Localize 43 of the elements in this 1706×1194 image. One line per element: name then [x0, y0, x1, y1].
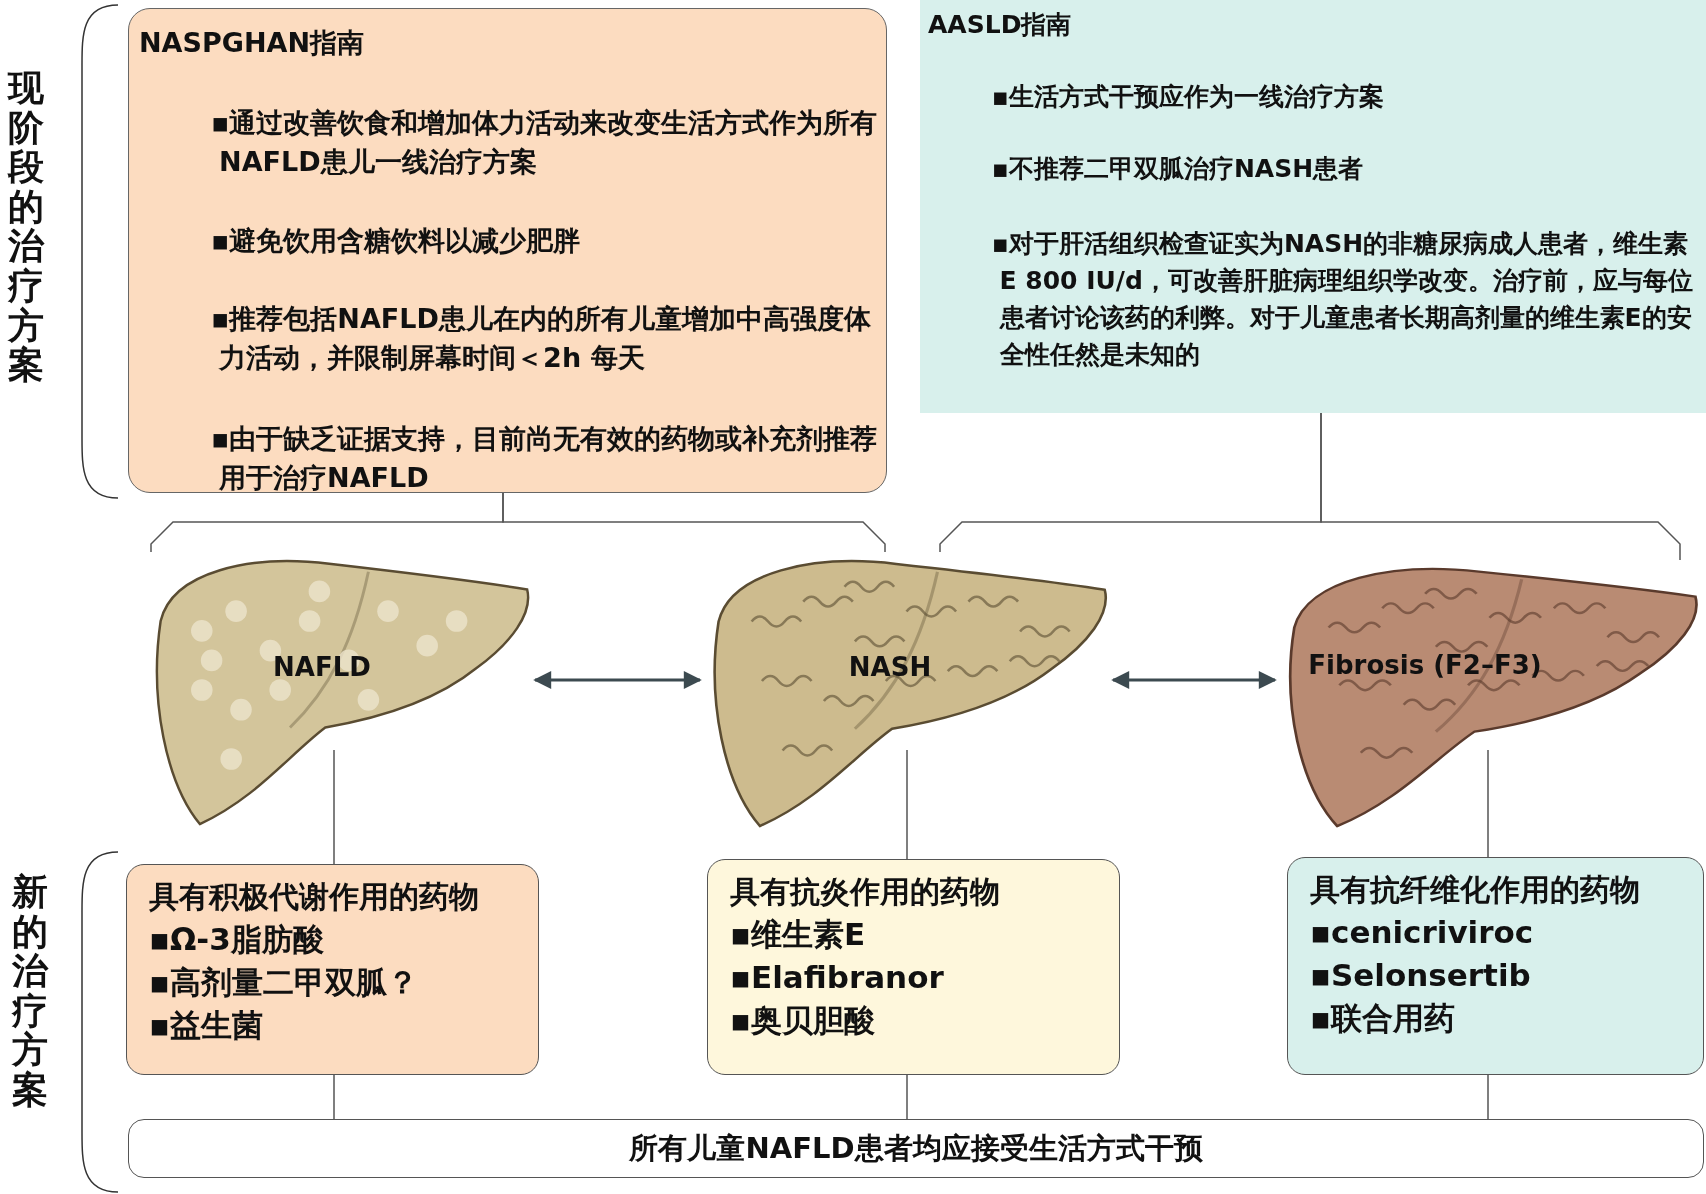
connector-line: [1320, 412, 1681, 561]
summary-bar: [128, 1119, 1704, 1178]
guideline-box: [920, 0, 1706, 413]
liver-label: NASH: [848, 652, 932, 682]
drug-box: [1287, 857, 1704, 1075]
drug-box: [707, 859, 1120, 1075]
guideline-item: ▪通过改善饮食和增加体力活动来改变生活方式作为所有NAFLD患儿一线治疗方案: [211, 106, 879, 179]
drug-item: ▪维生素E: [730, 915, 867, 954]
section-label: 新的治疗方案: [12, 872, 48, 1110]
connector-line: [906, 749, 908, 860]
guideline-item: ▪由于缺乏证据支持，目前尚无有效的药物或补充剂推荐用于治疗NAFLD: [211, 422, 879, 495]
guideline-heading: NASPGHAN指南: [139, 26, 364, 60]
drug-item: ▪联合用药: [1310, 999, 1456, 1038]
guideline-item: ▪对于肝活组织检查证实为NASH的非糖尿病成人患者，维生素 E 800 IU/d，可改善肝脏病理组织学改变。治疗前，应与每位患者讨论该药的利弊。对于儿童患者长期高剂量的维生素E的安全性任然是未知的: [992, 228, 1694, 371]
connector-line: [502, 492, 886, 553]
guideline-box: [128, 8, 887, 493]
connector-line: [1487, 749, 1489, 858]
connector-line: [333, 749, 335, 865]
drug-item: ▪益生菌: [149, 1006, 264, 1045]
drug-heading: 具有抗纤维化作用的药物: [1310, 871, 1641, 909]
summary-text: 所有儿童NAFLD患者均应接受生活方式干预: [629, 1129, 1203, 1167]
drug-item: ▪高剂量二甲双胍？: [149, 963, 419, 1002]
guideline-item: ▪避免饮用含糖饮料以减少肥胖: [211, 224, 582, 258]
liver-label: Fibrosis (F2–F3): [1308, 650, 1542, 680]
drug-heading: 具有抗炎作用的药物: [730, 873, 1001, 911]
drug-box: [126, 864, 539, 1075]
drug-item: ▪cenicriviroc: [1310, 913, 1535, 952]
section-label: 现阶段的治疗方案: [8, 68, 44, 385]
connector-line: [333, 1074, 335, 1120]
arrow: [533, 671, 702, 689]
arrow: [1111, 671, 1277, 689]
liver-label: NAFLD: [273, 652, 371, 682]
drug-item: ▪Ω-3脂肪酸: [149, 920, 325, 959]
guideline-item: ▪推荐包括NAFLD患儿在内的所有儿童增加中高强度体力活动，并限制屏幕时间＜2h 每天: [211, 302, 872, 375]
guideline-item: ▪不推荐二甲双胍治疗NASH患者: [992, 153, 1365, 185]
drug-item: ▪Selonsertib: [1310, 956, 1532, 995]
connector-line: [1487, 1074, 1489, 1120]
drug-item: ▪Elafibranor: [730, 958, 945, 997]
guideline-heading: AASLD指南: [928, 9, 1072, 41]
guideline-item: ▪生活方式干预应作为一线治疗方案: [992, 81, 1385, 113]
drug-item: ▪奥贝胆酸: [730, 1001, 876, 1040]
drug-heading: 具有积极代谢作用的药物: [149, 878, 480, 916]
connector-line: [906, 1074, 908, 1120]
